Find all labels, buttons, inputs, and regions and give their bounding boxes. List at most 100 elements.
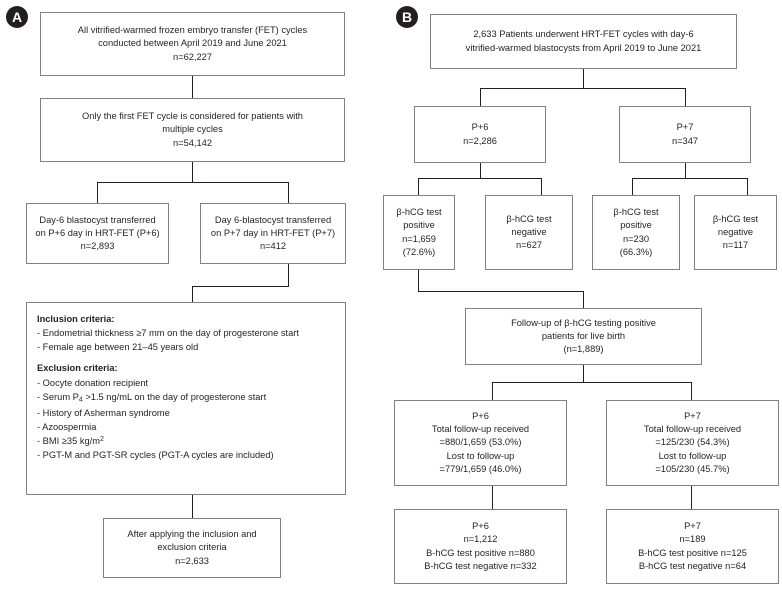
connector-followup-to-p7 — [691, 382, 693, 400]
p7-pos-line1: β-hCG test — [613, 207, 659, 218]
p7-final-line3: B-hCG test positive n=125 — [638, 547, 747, 558]
p6-fu-line1: P+6 — [472, 411, 489, 422]
connector-merge-bar — [192, 286, 289, 288]
box-p7-followup-detail: P+7 Total follow-up received =125/230 (5… — [606, 400, 779, 486]
box-group-p6: P+6 n=2,286 — [414, 106, 546, 163]
connector-a2-split-stem — [192, 162, 194, 182]
p6-fu-line5: =779/1,659 (46.0%) — [439, 463, 522, 474]
p6-pos-line2: positive — [403, 220, 435, 231]
connector-merge-stem — [192, 286, 194, 302]
exclusion-criteria-item-3: - History of Asherman syndrome — [37, 407, 170, 418]
box-day6-p7-transfer: Day 6-blastocyst transferred on P+7 day … — [200, 203, 346, 264]
box-first-cycle-line1: Only the first FET cycle is considered f… — [82, 111, 303, 122]
p7-neg-line2: negative — [717, 226, 754, 237]
box-p7-bhcg-positive: β-hCG test positive n=230 (66.3%) — [592, 195, 680, 270]
connector-p6group-to-neg — [541, 178, 543, 195]
box-p7-line3: n=412 — [259, 241, 287, 252]
p7-neg-line1: β-hCG test — [712, 213, 759, 224]
connector-p7group-bar — [632, 178, 748, 180]
connector-a2-split-bar — [97, 182, 289, 184]
connector-p6group-stem — [480, 163, 482, 178]
exclusion-criteria-item-4: - Azoospermia — [37, 421, 97, 432]
box-after-criteria-applied: After applying the inclusion and exclusi… — [103, 518, 281, 578]
p6-fu-line4: Lost to follow-up — [446, 450, 515, 461]
p6-pos-line4: (72.6%) — [402, 246, 436, 257]
panel-badge-b: B — [396, 6, 418, 28]
criteria-spacer — [37, 354, 335, 361]
p7-fu-line1: P+7 — [684, 411, 701, 422]
box-all-fet-line2: conducted between April 2019 and June 20… — [98, 38, 287, 49]
p7-pos-line2: positive — [620, 220, 652, 231]
connector-a2-to-p6 — [97, 182, 99, 203]
followup-line1: Follow-up of β-hCG testing positive — [511, 317, 656, 328]
connector-p7-down — [288, 264, 290, 286]
connector-followup-split-bar — [492, 382, 692, 384]
box-p6-bhcg-negative: β-hCG test negative n=627 — [485, 195, 573, 270]
box-cohort-line1: 2,633 Patients underwent HRT-FET cycles … — [473, 29, 694, 40]
exclusion-criteria-item-6: - PGT-M and PGT-SR cycles (PGT-A cycles … — [37, 450, 274, 461]
p6-final-line4: B-hCG test negative n=332 — [424, 560, 537, 571]
box-day6-p6-transfer: Day-6 blastocyst transferred on P+6 day … — [26, 203, 169, 264]
box-all-fet-line1: All vitrified-warmed frozen embryo trans… — [77, 25, 308, 36]
box-all-fet-line3: n=62,227 — [172, 51, 213, 62]
box-first-fet-cycle: Only the first FET cycle is considered f… — [40, 98, 345, 162]
box-group-p7-line2: n=347 — [671, 135, 699, 146]
p7-pos-line3: n=230 — [622, 233, 650, 244]
box-followup-live-birth: Follow-up of β-hCG testing positive pati… — [465, 308, 702, 365]
connector-merge-to-followup — [583, 291, 585, 308]
p7-final-line4: B-hCG test negative n=64 — [638, 560, 747, 571]
p6-final-line3: B-hCG test positive n=880 — [426, 547, 535, 558]
box-final-a-line3: n=2,633 — [175, 555, 209, 566]
p6-fu-line2: Total follow-up received — [431, 424, 530, 435]
connector-p6group-bar — [418, 178, 542, 180]
connector-p7group-stem — [685, 163, 687, 178]
followup-line3: (n=1,889) — [563, 344, 604, 355]
box-p6-final-outcome: P+6 n=1,212 B-hCG test positive n=880 B-… — [394, 509, 567, 584]
p7-fu-line4: Lost to follow-up — [658, 450, 727, 461]
box-first-cycle-line3: n=54,142 — [172, 137, 213, 148]
box-group-p7-line1: P+7 — [676, 122, 694, 133]
connector-followup-to-p6 — [492, 382, 494, 400]
p6-neg-line1: β-hCG test — [506, 213, 552, 224]
box-p7-final-outcome: P+7 n=189 B-hCG test positive n=125 B-hC… — [606, 509, 779, 584]
p7-pos-line4: (66.3%) — [619, 246, 653, 257]
box-all-fet-cycles: All vitrified-warmed frozen embryo trans… — [40, 12, 345, 76]
box-p7-line2: on P+7 day in HRT-FET (P+7) — [210, 227, 336, 238]
box-group-p6-line2: n=2,286 — [463, 135, 497, 146]
exclusion-criteria-item-5: - BMI ≥35 kg/m2 — [37, 434, 335, 448]
connector-p6group-to-pos — [418, 178, 420, 195]
exclusion-2-subscript: 4 — [78, 396, 83, 404]
connector-p7fu-to-final — [691, 486, 693, 509]
p6-fu-line3: =880/1,659 (53.0%) — [439, 437, 522, 448]
exclusion-criteria-item-1: - Oocyte donation recipient — [37, 377, 149, 388]
connector-b1-to-p6 — [480, 88, 482, 106]
exclusion-5-pre: - BMI ≥35 kg/m — [37, 436, 100, 447]
p6-final-line2: n=1,212 — [463, 534, 498, 545]
p6-pos-line1: β-hCG test — [396, 207, 442, 218]
box-inclusion-exclusion-criteria: Inclusion criteria: - Endometrial thickn… — [26, 302, 346, 495]
box-p6-bhcg-positive: β-hCG test positive n=1,659 (72.6%) — [383, 195, 455, 270]
connector-criteria-to-final — [192, 495, 194, 518]
p6-pos-line3: n=1,659 — [402, 233, 436, 244]
p7-neg-line3: n=117 — [722, 240, 749, 251]
connector-p7group-to-neg — [747, 178, 749, 195]
box-p6-line2: on P+6 day in HRT-FET (P+6) — [35, 227, 160, 238]
exclusion-5-superscript: 2 — [99, 436, 104, 444]
connector-p7group-to-pos — [632, 178, 634, 195]
exclusion-2-pre: - Serum P — [37, 391, 79, 402]
exclusion-criteria-heading: Exclusion criteria: — [37, 363, 118, 374]
box-cohort-hrtfet: 2,633 Patients underwent HRT-FET cycles … — [430, 14, 737, 69]
p7-final-line2: n=189 — [679, 534, 706, 545]
box-group-p7: P+7 n=347 — [619, 106, 751, 163]
p7-final-line1: P+7 — [684, 521, 701, 532]
panel-badge-a: A — [6, 6, 28, 28]
connector-b1-to-p7 — [685, 88, 687, 106]
box-p7-line1: Day 6-blastocyst transferred — [214, 214, 332, 225]
box-p6-line1: Day-6 blastocyst transferred — [39, 214, 156, 225]
followup-line2: patients for live birth — [541, 330, 626, 341]
connector-a2-to-p7 — [288, 182, 290, 203]
connector-a1-a2 — [192, 76, 194, 98]
p7-fu-line3: =125/230 (54.3%) — [655, 437, 730, 448]
p7-fu-line5: =105/230 (45.7%) — [655, 463, 730, 474]
inclusion-criteria-item-1: - Endometrial thickness ≥7 mm on the day… — [37, 328, 299, 339]
